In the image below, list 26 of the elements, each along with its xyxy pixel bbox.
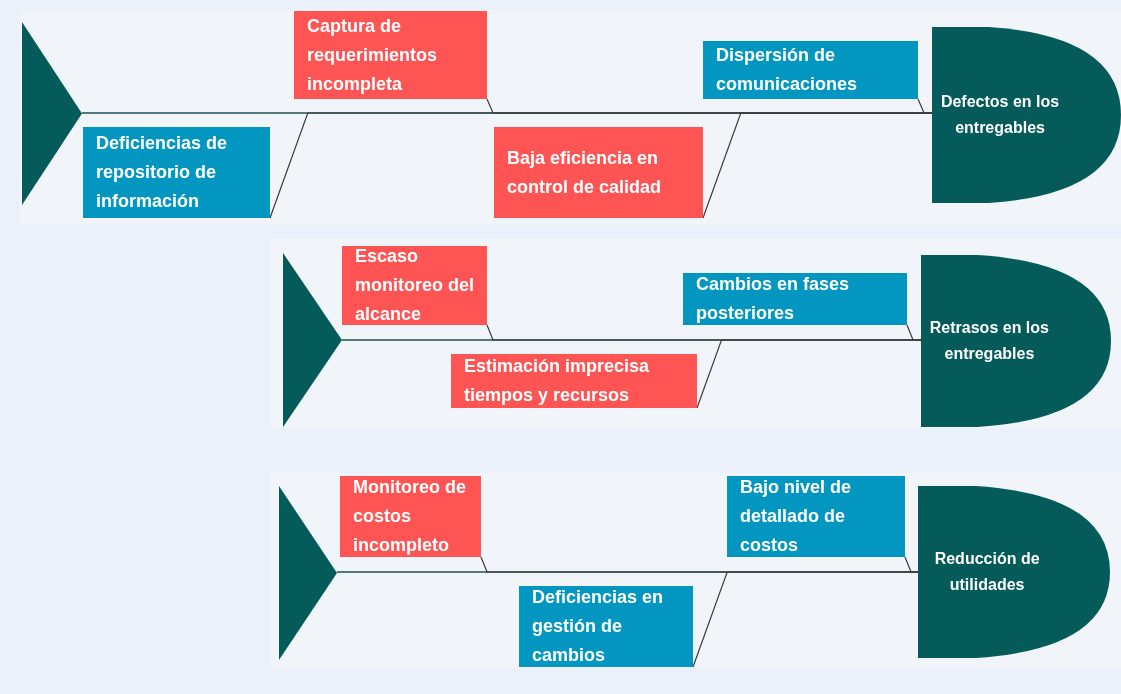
- effect-text: Retrasos en los entregables: [928, 318, 1050, 364]
- cause-box: [340, 476, 481, 557]
- cause-text: Baja eficiencia en control de calidad: [507, 146, 663, 199]
- cause-box: [451, 354, 697, 408]
- cause-text: Escaso monitoreo del alcance: [355, 245, 474, 326]
- fish-head: [932, 27, 1121, 203]
- cause-box: [83, 127, 270, 218]
- cause-box: [519, 586, 693, 667]
- effect-text: Reducción de utilidades: [933, 549, 1041, 595]
- cause-box: [703, 41, 918, 99]
- fish-head: [918, 486, 1110, 658]
- cause-box: [727, 476, 905, 557]
- cause-text: Bajo nivel de detallado de costos: [740, 476, 853, 557]
- cause-box: [342, 246, 487, 325]
- cause-text: Monitoreo de costos incompleto: [353, 476, 467, 557]
- cause-text: Dispersión de comunicaciones: [716, 44, 859, 96]
- cause-text: Captura de requerimientos incompleta: [307, 14, 439, 96]
- cause-text: Estimación imprecisa tiempos y recursos: [464, 355, 651, 407]
- cause-box: [683, 273, 907, 325]
- cause-box: [494, 127, 703, 218]
- cause-text: Deficiencias en gestión de cambios: [532, 586, 665, 667]
- cause-text: Deficiencias de repositorio de información: [96, 132, 229, 213]
- effect-text: Defectos en los entregables: [939, 92, 1061, 138]
- fish-head: [921, 255, 1111, 427]
- cause-text: Cambios en fases posteriores: [696, 273, 851, 325]
- cause-box: [294, 11, 487, 99]
